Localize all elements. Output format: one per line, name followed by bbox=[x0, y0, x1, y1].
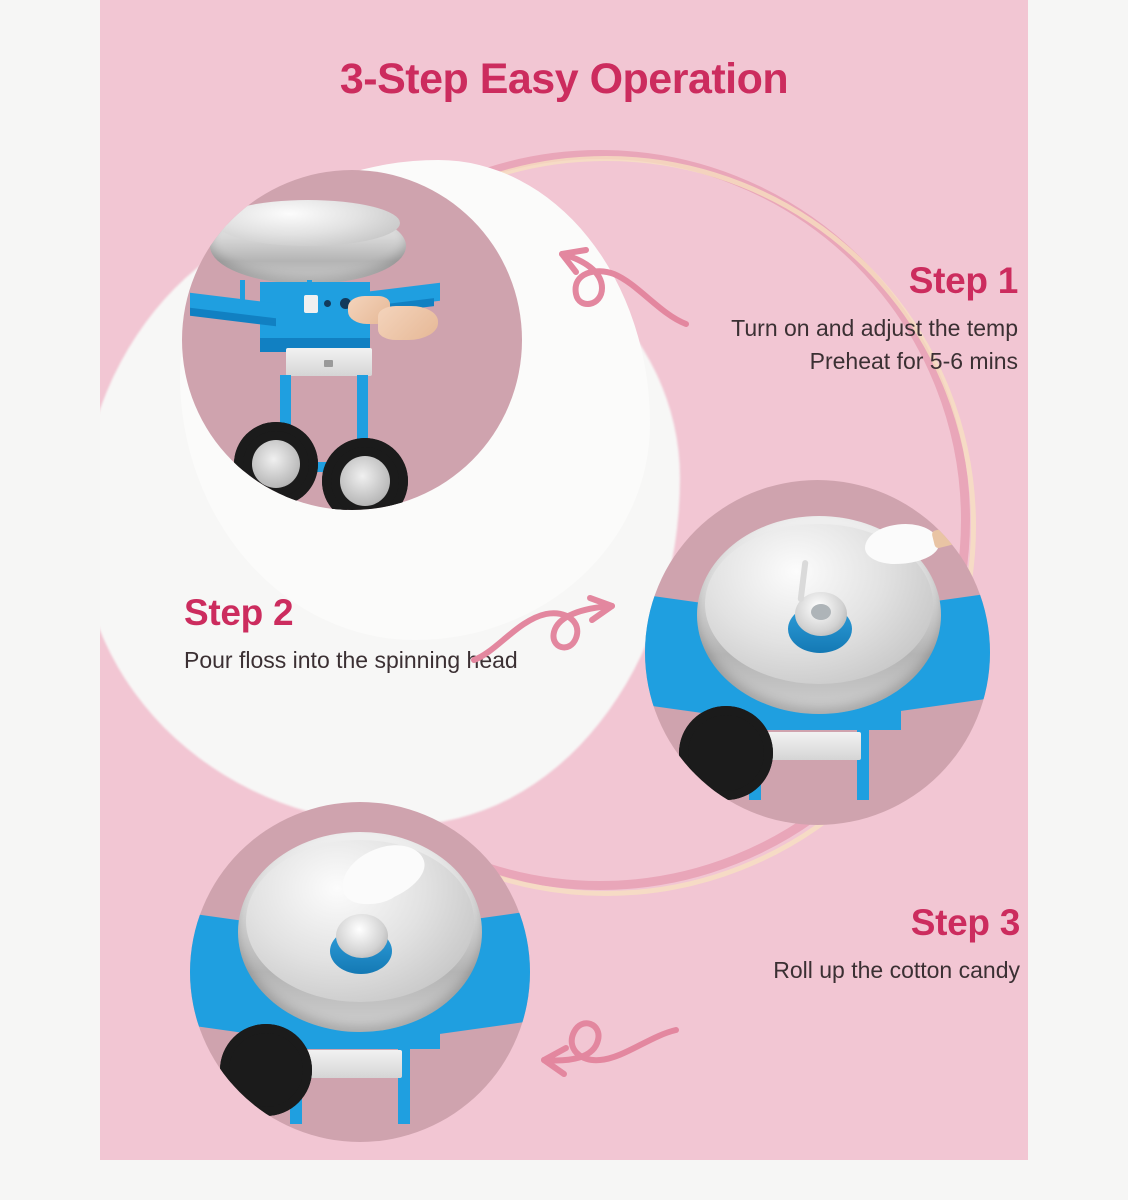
curly-arrow-left-icon bbox=[541, 1020, 679, 1077]
control-display bbox=[304, 295, 318, 313]
page-margin-right bbox=[1028, 0, 1128, 1200]
step-1-line-2: Preheat for 5-6 mins bbox=[809, 348, 1018, 375]
spinner-center bbox=[811, 604, 831, 620]
cart-wheel bbox=[220, 1024, 312, 1116]
step-1-photo bbox=[182, 170, 522, 510]
cart-leg-right bbox=[357, 375, 368, 475]
page-margin-bottom bbox=[0, 1160, 1128, 1200]
curly-arrow-left-icon bbox=[559, 247, 689, 327]
bowl-inner bbox=[216, 200, 400, 246]
step-1-machine-illustration bbox=[182, 170, 522, 510]
step-3-title: Step 3 bbox=[910, 902, 1021, 943]
tray-rail-right bbox=[931, 606, 981, 698]
step-3-text-block: Step 3 Roll up the cotton candy bbox=[620, 902, 1020, 987]
storage-drawer bbox=[296, 1050, 402, 1078]
scoop-handle bbox=[931, 525, 961, 549]
step-1-title: Step 1 bbox=[908, 260, 1019, 301]
spinning-head bbox=[336, 914, 388, 958]
step-2-line-1: Pour floss into the spinning head bbox=[184, 647, 518, 673]
step-2-machine-illustration bbox=[645, 480, 990, 825]
temperature-knob bbox=[340, 298, 351, 309]
forearm-illustration bbox=[378, 306, 438, 340]
step-2-text-block: Step 2 Pour floss into the spinning head bbox=[180, 592, 600, 677]
curly-arrow-right-icon bbox=[471, 595, 615, 663]
cart-wheel-right-hub bbox=[340, 456, 390, 506]
control-button bbox=[324, 300, 331, 307]
drawer-handle bbox=[324, 360, 333, 367]
cart-wheel bbox=[679, 706, 773, 800]
page-margin-left bbox=[0, 0, 100, 1200]
cotton-candy-wad-2 bbox=[348, 870, 400, 904]
page-title: 3-Step Easy Operation bbox=[339, 55, 789, 103]
step-2-photo bbox=[645, 480, 990, 825]
step-3-line-1: Roll up the cotton candy bbox=[773, 957, 1020, 983]
step-3-machine-illustration bbox=[190, 802, 530, 1142]
step-1-line-1: Turn on and adjust the temp bbox=[731, 315, 1018, 341]
step-3-photo bbox=[190, 802, 530, 1142]
poster-panel: 3-Step Easy Operation bbox=[100, 0, 1028, 1160]
bowl-support-left bbox=[240, 280, 245, 310]
step-1-text-block: Step 1 Turn on and adjust the temp Prehe… bbox=[618, 260, 1018, 379]
cart-wheel-left-hub bbox=[252, 440, 300, 488]
floss-pour bbox=[865, 524, 939, 564]
step-2-title: Step 2 bbox=[184, 592, 294, 633]
